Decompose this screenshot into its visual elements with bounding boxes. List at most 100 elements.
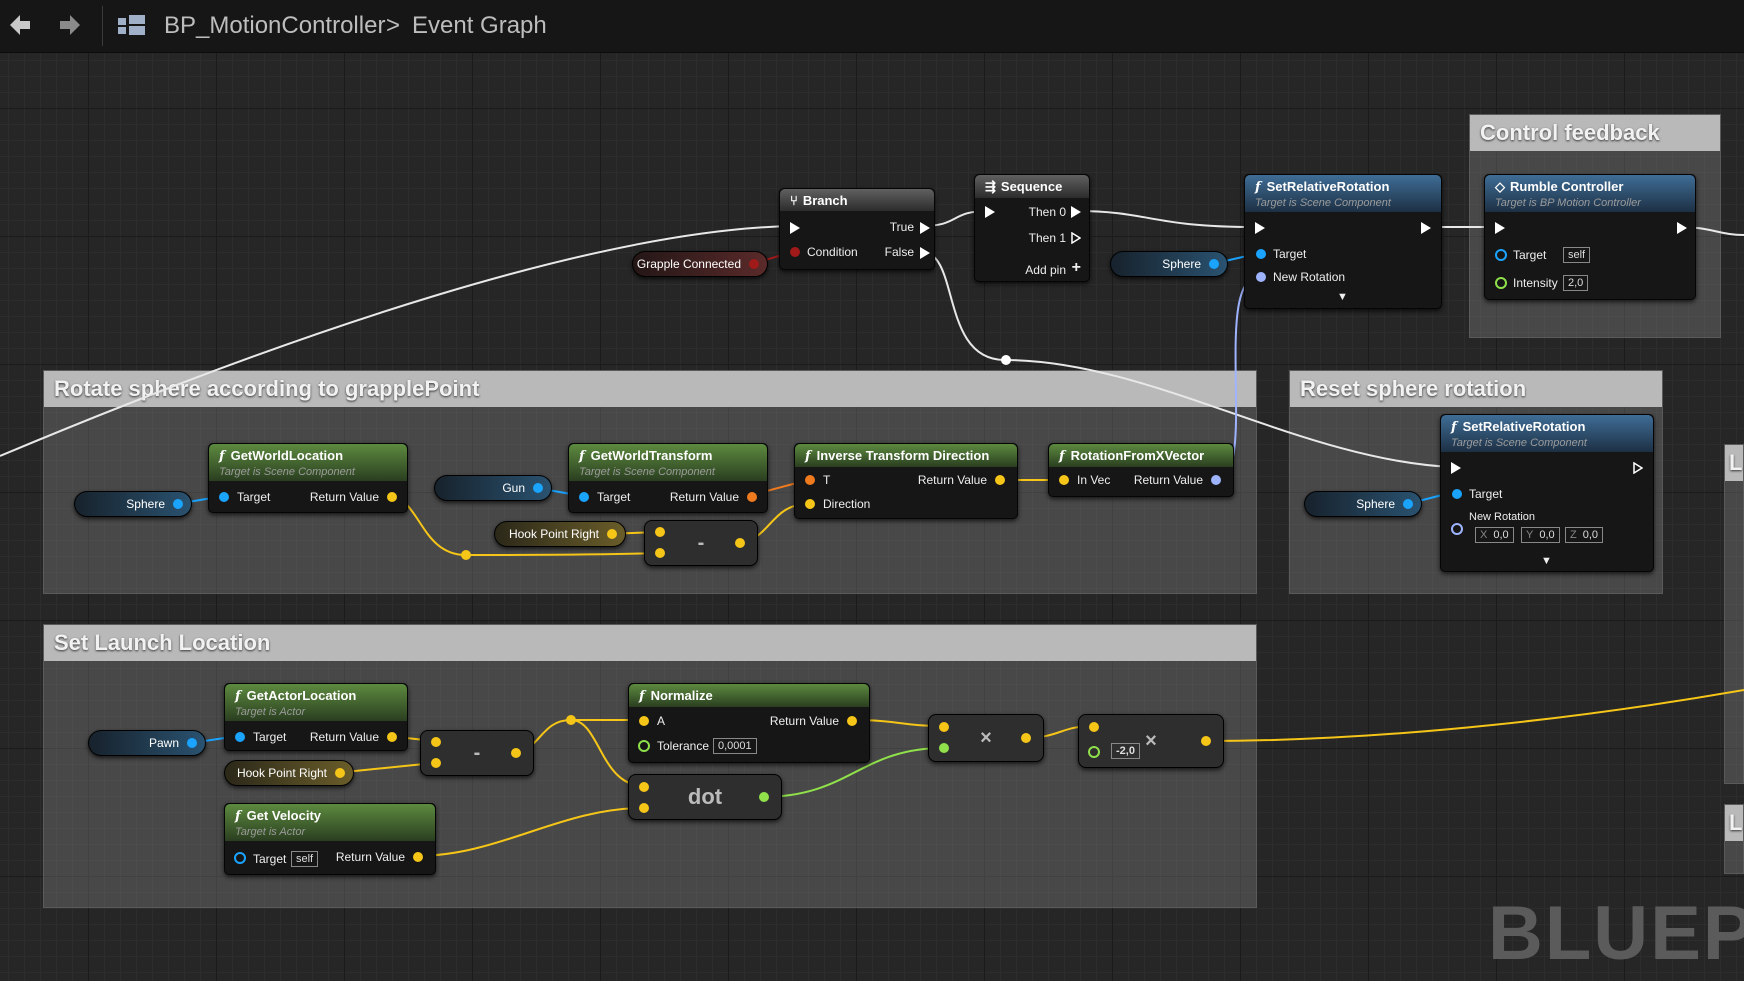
plus-icon[interactable]: + bbox=[1071, 259, 1081, 276]
blueprint-name[interactable]: BP_MotionController bbox=[164, 12, 386, 39]
object-out-pin[interactable] bbox=[1403, 499, 1413, 509]
hook-point-right-variable[interactable]: Hook Point Right bbox=[224, 760, 354, 786]
b-pin[interactable] bbox=[939, 743, 949, 753]
exec-in-pin[interactable] bbox=[1451, 462, 1461, 474]
hook-point-right-variable[interactable]: Hook Point Right bbox=[494, 521, 626, 547]
b-pin[interactable] bbox=[639, 803, 649, 813]
object-out-pin[interactable] bbox=[173, 499, 183, 509]
add-pin-label[interactable]: Add pin bbox=[1025, 263, 1066, 277]
return-value-pin[interactable] bbox=[995, 475, 1005, 485]
object-out-pin[interactable] bbox=[1209, 259, 1219, 269]
sphere-variable[interactable]: Sphere bbox=[1304, 491, 1422, 517]
direction-pin[interactable] bbox=[805, 499, 815, 509]
forward-arrow-icon[interactable] bbox=[54, 9, 86, 41]
exec-in-pin[interactable] bbox=[1495, 222, 1505, 234]
expand-arrow-icon[interactable]: ▼ bbox=[1541, 555, 1552, 567]
a-pin[interactable] bbox=[1089, 722, 1099, 732]
new-rotation-pin[interactable] bbox=[1451, 523, 1463, 535]
target-pin[interactable] bbox=[1256, 249, 1266, 259]
target-pin[interactable] bbox=[1495, 249, 1507, 261]
result-pin[interactable] bbox=[511, 748, 521, 758]
exec-true-pin[interactable] bbox=[920, 222, 930, 234]
b-pin[interactable] bbox=[431, 758, 441, 768]
intensity-value-field[interactable]: 2,0 bbox=[1563, 275, 1589, 291]
return-value-pin[interactable] bbox=[387, 492, 397, 502]
vector-out-pin[interactable] bbox=[335, 768, 345, 778]
exec-out-pin[interactable] bbox=[1677, 222, 1687, 234]
grapple-connected-variable[interactable]: Grapple Connected bbox=[632, 251, 768, 277]
exec-in-pin[interactable] bbox=[790, 222, 800, 234]
subtract-vector-node[interactable]: - bbox=[644, 520, 758, 566]
condition-pin[interactable] bbox=[790, 247, 800, 257]
exec-out-pin[interactable] bbox=[1633, 462, 1643, 474]
scale-value-field[interactable]: -2,0 bbox=[1111, 743, 1140, 759]
target-pin[interactable] bbox=[234, 852, 246, 864]
expand-arrow-icon[interactable]: ▼ bbox=[1337, 291, 1348, 303]
t-pin[interactable] bbox=[805, 475, 815, 485]
graph-name[interactable]: Event Graph bbox=[412, 12, 547, 39]
target-pin[interactable] bbox=[219, 492, 229, 502]
a-pin[interactable] bbox=[655, 527, 665, 537]
bool-out-pin[interactable] bbox=[749, 259, 759, 269]
then-1-pin[interactable] bbox=[1071, 232, 1081, 244]
target-value-field[interactable]: self bbox=[291, 851, 319, 867]
target-pin[interactable] bbox=[235, 732, 245, 742]
target-pin[interactable] bbox=[1452, 489, 1462, 499]
result-pin[interactable] bbox=[1021, 733, 1031, 743]
result-pin[interactable] bbox=[759, 792, 769, 802]
a-pin[interactable] bbox=[939, 722, 949, 732]
return-value-pin[interactable] bbox=[847, 716, 857, 726]
tolerance-pin[interactable] bbox=[638, 740, 650, 752]
tolerance-value-field[interactable]: 0,0001 bbox=[713, 738, 757, 754]
in-vec-pin[interactable] bbox=[1059, 475, 1069, 485]
vector-out-pin[interactable] bbox=[607, 529, 617, 539]
object-out-pin[interactable] bbox=[187, 738, 197, 748]
multiply-vector-float-node[interactable]: × bbox=[928, 714, 1044, 762]
exec-false-pin[interactable] bbox=[920, 247, 930, 259]
sphere-variable[interactable]: Sphere bbox=[1110, 251, 1228, 277]
return-value-pin[interactable] bbox=[747, 492, 757, 502]
exec-out-pin[interactable] bbox=[1421, 222, 1431, 234]
target-value-field[interactable]: self bbox=[1563, 247, 1591, 263]
subtract-vector-node[interactable]: - bbox=[420, 730, 534, 776]
return-value-pin[interactable] bbox=[1211, 475, 1221, 485]
a-pin[interactable] bbox=[639, 782, 649, 792]
dot-product-node[interactable]: dot bbox=[628, 774, 782, 820]
b-pin[interactable] bbox=[1088, 746, 1100, 758]
branch-node[interactable]: ⑂Branch True Condition False bbox=[779, 188, 935, 270]
b-pin[interactable] bbox=[655, 548, 665, 558]
a-pin[interactable] bbox=[639, 716, 649, 726]
target-pin[interactable] bbox=[579, 492, 589, 502]
return-value-pin[interactable] bbox=[387, 732, 397, 742]
pawn-variable[interactable]: Pawn bbox=[88, 730, 206, 756]
result-pin[interactable] bbox=[735, 538, 745, 548]
sequence-node[interactable]: ⇶Sequence Then 0 Then 1 Add pin + bbox=[974, 174, 1090, 282]
exec-in-pin[interactable] bbox=[1255, 222, 1265, 234]
new-rotation-pin[interactable] bbox=[1256, 272, 1266, 282]
a-pin[interactable] bbox=[431, 737, 441, 747]
sphere-variable[interactable]: Sphere bbox=[74, 491, 192, 517]
result-pin[interactable] bbox=[1201, 736, 1211, 746]
return-value-pin[interactable] bbox=[413, 852, 423, 862]
comment-offscreen-2[interactable]: L bbox=[1724, 804, 1744, 874]
exec-in-pin[interactable] bbox=[985, 206, 995, 218]
gun-variable[interactable]: Gun bbox=[434, 475, 552, 501]
multiply-vector-float-node[interactable]: -2,0 × bbox=[1078, 714, 1224, 768]
then-0-pin[interactable] bbox=[1071, 206, 1081, 218]
object-out-pin[interactable] bbox=[533, 483, 543, 493]
intensity-pin[interactable] bbox=[1495, 277, 1507, 289]
back-arrow-icon[interactable] bbox=[4, 9, 36, 41]
